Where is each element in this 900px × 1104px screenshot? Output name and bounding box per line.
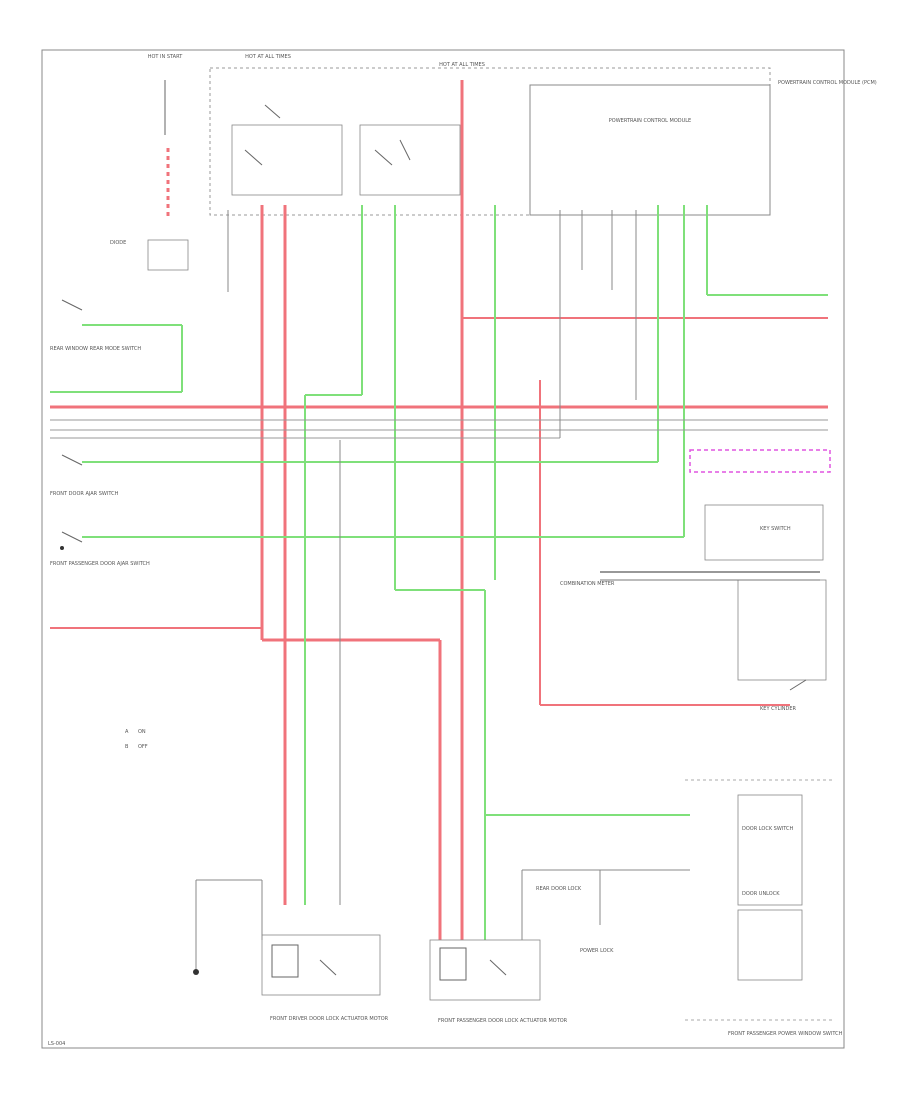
front-driver-motor-label: FRONT DRIVER DOOR LOCK ACTUATOR MOTOR: [270, 1016, 389, 1022]
diode-left-box: [147, 239, 189, 271]
diagram-frame: [41, 49, 845, 1049]
legend-b: B: [125, 744, 129, 750]
ground-dot: [193, 969, 199, 975]
legend-a: A: [125, 729, 129, 735]
pcm-inner-box: [529, 84, 771, 216]
switch-dot: [60, 546, 64, 550]
front-actuator-box: [429, 939, 541, 1001]
switch-rear-window: [61, 299, 83, 311]
fuse-left-label: HOT IN START: [148, 54, 184, 60]
relay-switch-1: [244, 149, 263, 166]
lock-switch-box: [737, 794, 803, 906]
lock-switch-label: DOOR LOCK SWITCH: [742, 826, 794, 832]
key-switch-box: [704, 504, 824, 561]
front-pass-ajar-label: FRONT PASSENGER DOOR AJAR SWITCH: [50, 561, 150, 567]
front-motor: [439, 947, 467, 981]
rear-motor: [271, 944, 299, 978]
switch-door-ajar: [61, 454, 83, 466]
legend-off: OFF: [138, 744, 148, 750]
legend-on: ON: [138, 729, 146, 735]
front-door-ajar-label: FRONT DOOR AJAR SWITCH: [50, 491, 119, 497]
rear-actuator-switch: [319, 959, 337, 976]
fuse-right-label: HOT AT ALL TIMES: [439, 62, 485, 68]
unlock-label: DOOR UNLOCK: [742, 891, 780, 897]
power-lock-label: POWER LOCK: [580, 948, 614, 954]
switch-pass-ajar: [61, 531, 83, 543]
key-cyl-label: KEY CYLINDER: [760, 706, 797, 712]
rear-window-switch-label: REAR WINDOW REAR MODE SWITCH: [50, 346, 141, 352]
pcm-label: POWERTRAIN CONTROL MODULE: [609, 118, 691, 124]
pcm-right-label: POWERTRAIN CONTROL MODULE (PCM): [778, 80, 877, 86]
pcm-box: [209, 67, 771, 216]
key-cylinder-box: [737, 579, 827, 681]
combination-meter-label: COMBINATION METER: [560, 581, 615, 587]
key-switch-label: KEY SWITCH: [760, 526, 791, 532]
relay-coil-1: [264, 104, 281, 119]
relay-switch-2: [374, 149, 393, 166]
page-code: LS-004: [48, 1041, 65, 1047]
switch-key-cyl: [789, 679, 807, 691]
front-pass-motor-label: FRONT PASSENGER DOOR LOCK ACTUATOR MOTOR: [438, 1018, 568, 1024]
relay-box-2: [359, 124, 461, 196]
relay-coil-2: [399, 139, 411, 161]
rear-door-lock-label: REAR DOOR LOCK: [536, 886, 582, 892]
fuse-mid-label: HOT AT ALL TIMES: [245, 54, 291, 60]
relay-box-1: [231, 124, 343, 196]
magenta-connector: [689, 449, 831, 473]
unlock-switch-box: [737, 909, 803, 981]
diode-left-label: DIODE: [110, 240, 126, 246]
front-actuator-switch: [489, 959, 507, 976]
bottom-right-label: FRONT PASSENGER POWER WINDOW SWITCH: [728, 1031, 843, 1037]
rear-actuator-box: [261, 934, 381, 996]
